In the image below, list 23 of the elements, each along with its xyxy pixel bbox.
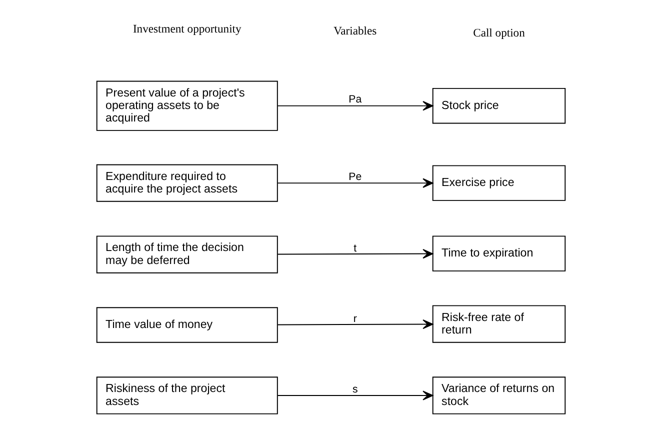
edge-label: s xyxy=(352,383,358,396)
arrow xyxy=(277,178,434,188)
label: Investment opportunity xyxy=(132,22,242,36)
edge-label: Pa xyxy=(348,94,362,106)
node-box: Expenditure required to acquire the project assets xyxy=(96,164,278,202)
edge-label: t xyxy=(354,242,357,254)
label: Call option xyxy=(473,26,525,40)
arrow xyxy=(277,101,434,111)
arrow xyxy=(277,248,434,259)
node-box: Riskiness of the project assets xyxy=(96,376,278,414)
node-box: Stock price xyxy=(432,88,566,124)
node-box: Length of time the decision may be deferred xyxy=(96,236,278,274)
node-box: Time value of money xyxy=(96,307,278,343)
node-box: Risk-free rate of return xyxy=(432,305,566,343)
node-box: Time to expiration xyxy=(432,236,566,272)
arrow xyxy=(277,319,434,330)
label: Variables xyxy=(334,24,377,38)
edge-label: r xyxy=(353,312,357,325)
node-box: Variance of returns on stock xyxy=(432,376,566,414)
arrow xyxy=(277,390,434,400)
edge-label: Pe xyxy=(348,170,362,183)
node-box: Present value of a project's operating assets to be acquired xyxy=(96,80,278,131)
node-box: Exercise price xyxy=(432,165,566,201)
